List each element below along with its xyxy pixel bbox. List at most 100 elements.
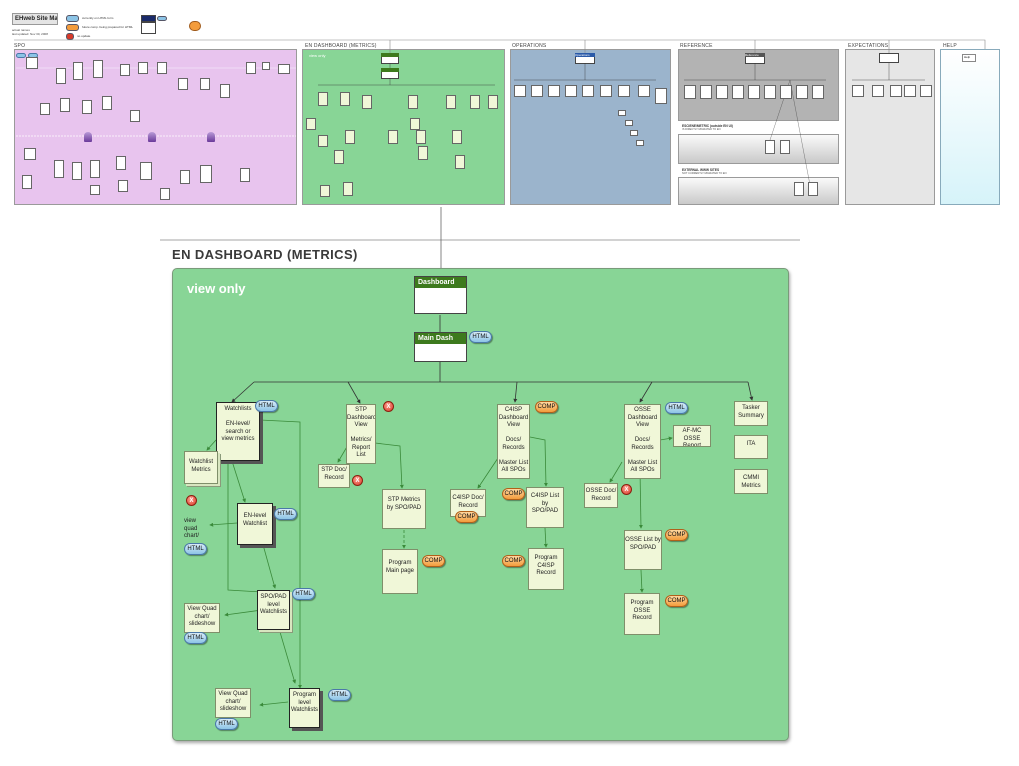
operations-panel <box>510 49 671 205</box>
node-label-line: All SPOs <box>630 467 655 473</box>
dashboard-node[interactable]: Dashboard <box>414 276 467 314</box>
overview-spo-icon <box>148 132 156 142</box>
overview-mini-node <box>446 95 456 109</box>
node-label-line: search or <box>225 428 251 435</box>
c4isp-dashboard-comp-badge[interactable]: COMP <box>535 401 558 413</box>
expectations-panel <box>845 49 935 205</box>
overview-mini-node <box>455 155 465 169</box>
stp-doc-record-node[interactable]: STP Doc/Record <box>318 464 350 488</box>
overview-mini-node <box>26 57 38 69</box>
node-label-line: Program <box>388 560 412 566</box>
program-watchlists-html-badge[interactable]: HTML <box>328 689 351 701</box>
overview-mini-node <box>452 130 462 144</box>
node-label-line: Watchlists <box>290 707 319 713</box>
overview-mini-node <box>16 53 26 58</box>
overview-mini-node <box>408 95 418 109</box>
node-label-line: C4ISP <box>537 562 555 569</box>
node-label-line: Program <box>630 600 654 606</box>
main-dash-node[interactable]: Main Dash <box>414 332 467 362</box>
overview-mini-node <box>890 85 902 97</box>
overview-mini-node <box>655 88 667 104</box>
overview-spo-icon <box>84 132 92 142</box>
main-dash-html-badge[interactable]: HTML <box>469 331 492 343</box>
view-only-small: view only <box>309 53 326 58</box>
view-quad-1-html-badge[interactable]: HTML <box>184 543 207 555</box>
overview-mini-node <box>618 110 626 116</box>
overview-mini-node <box>262 62 270 70</box>
overview-mini-node <box>796 85 808 99</box>
section-label-dashboard: EN DASHBOARD (METRICS) <box>305 43 377 49</box>
osse-dashboard-html-badge[interactable]: HTML <box>665 402 688 414</box>
legend-html-icon <box>157 16 167 21</box>
node-label-line: OSSE <box>633 607 651 614</box>
en-level-watchlist-html-badge[interactable]: HTML <box>274 508 297 520</box>
c4isp-doc-comp-badge[interactable]: COMP <box>455 511 478 523</box>
ref-sub1-caption: IS DIRECTLY MIGRATED TO EN <box>682 128 721 131</box>
osse-doc-no-update-mark: X <box>621 484 632 495</box>
node-label-line: CMMI <box>743 475 759 481</box>
node-label-line: Records <box>631 444 654 451</box>
node-label-line: Watchlist <box>188 459 214 465</box>
overview-mini-node <box>40 103 50 115</box>
legend-comp-swatch <box>66 24 79 31</box>
section-label-operations: OPERATIONS <box>512 43 547 49</box>
node-label-line: OSSE <box>634 407 651 413</box>
overview-mini-node <box>920 85 932 97</box>
node-label-line: OSSE Doc/ <box>585 488 617 494</box>
overview-mini-node <box>872 85 884 97</box>
program-osse-comp-badge[interactable]: COMP <box>665 595 688 607</box>
ita-node[interactable]: ITA <box>734 435 768 459</box>
overview-mini-node <box>684 85 696 99</box>
overview-mini-node <box>318 135 328 147</box>
overview-mini-node <box>388 130 398 144</box>
watchlists-html-badge[interactable]: HTML <box>255 400 278 412</box>
c4isp-list-comp-badge[interactable]: COMP <box>502 488 525 500</box>
spo-pad-watchlists-html-badge[interactable]: HTML <box>292 588 315 600</box>
overview-mini-node <box>904 85 916 97</box>
overview-mini-node <box>120 64 130 76</box>
node-label-line: View <box>354 422 368 428</box>
node-label-line: Master List <box>627 459 658 466</box>
overview-mini-node <box>82 100 92 114</box>
overview-spo-icon <box>207 132 215 142</box>
main-dash-node-title: Main Dash <box>415 333 466 344</box>
node-label-line <box>217 414 259 422</box>
node-label-line: C4ISP Doc/ <box>452 495 484 501</box>
overview-mini-node <box>130 110 140 122</box>
node-label-line: slideshow <box>219 706 247 712</box>
program-main-comp-badge[interactable]: COMP <box>422 555 445 567</box>
view-quad-2-html-badge[interactable]: HTML <box>184 632 207 644</box>
view-quad-3-html-badge[interactable]: HTML <box>215 718 238 730</box>
overview-mini-node <box>618 85 630 97</box>
node-label-line: Report <box>682 443 701 447</box>
program-c4isp-comp-badge[interactable]: COMP <box>502 555 525 567</box>
overview-mini-node <box>320 185 330 197</box>
overview-mini-node <box>625 120 633 126</box>
section-title: EN DASHBOARD (METRICS) <box>172 247 358 262</box>
overview-mini-node <box>200 78 210 90</box>
osse-list-comp-badge[interactable]: COMP <box>665 529 688 541</box>
node-label-line: Record <box>458 502 478 509</box>
osse-doc-record-node[interactable]: OSSE Doc/Record <box>584 483 618 508</box>
